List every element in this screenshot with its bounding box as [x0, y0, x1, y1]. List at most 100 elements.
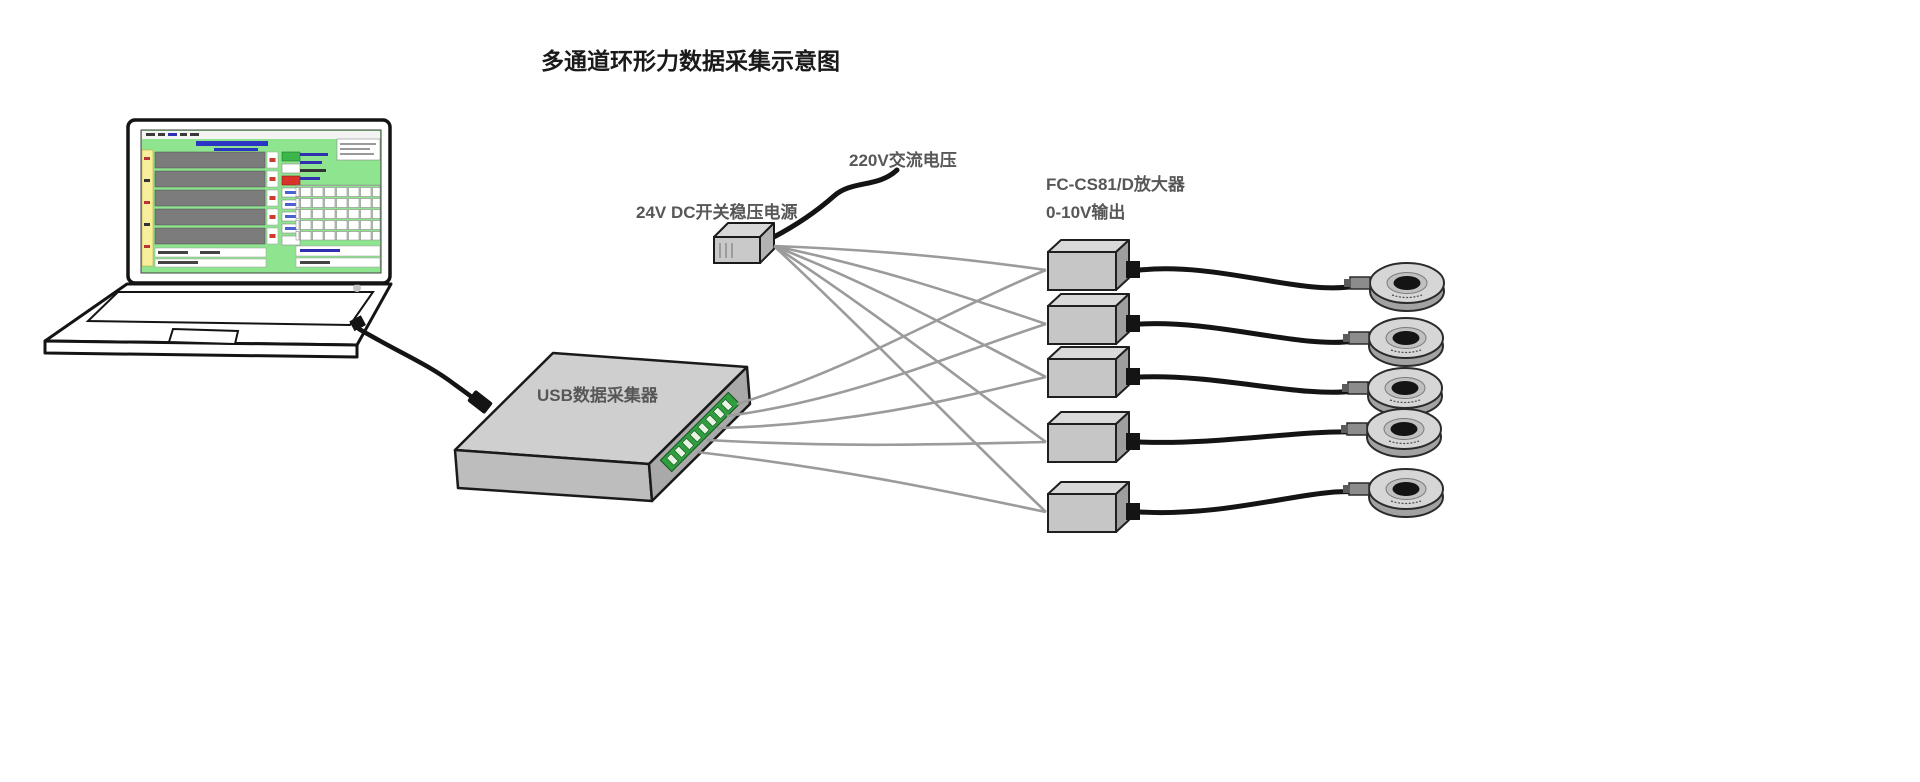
text-dash — [144, 179, 150, 182]
load-cell-engraving — [1388, 440, 1420, 445]
text-dash — [269, 234, 276, 238]
screen-table-row — [154, 227, 266, 245]
terminal-pin — [674, 445, 687, 458]
load-cell-ch1 — [1344, 262, 1445, 312]
amplifier-front-face — [1047, 251, 1117, 291]
dc-cable-ch5 — [773, 245, 1047, 513]
text-dash — [200, 251, 220, 254]
terminal-pin — [681, 438, 694, 451]
power-supply — [713, 222, 775, 264]
amplifier-output-connector — [1126, 315, 1140, 332]
load-cell-bore — [1393, 276, 1421, 290]
text-dash — [144, 157, 150, 160]
amplifier-output-connector — [1126, 368, 1140, 385]
load-cell-engraving — [1389, 399, 1421, 404]
dc-cable-ch4 — [773, 244, 1047, 444]
laptop-keyboard — [85, 291, 375, 327]
load-cell-connector — [1348, 482, 1370, 496]
screen-channel-column — [141, 149, 154, 267]
amplifier-ch3 — [1047, 346, 1140, 398]
text-dash — [285, 227, 297, 230]
amplifier-ch5 — [1047, 481, 1140, 533]
text-dash — [300, 169, 326, 172]
text-dash — [180, 133, 187, 136]
load-cell-ch5 — [1343, 468, 1444, 518]
text-dash — [285, 203, 297, 206]
laptop-base-front-edge — [43, 339, 359, 359]
text-dash — [269, 177, 276, 181]
terminal-pin — [666, 453, 679, 466]
sensor-cable-ch2 — [1137, 321, 1358, 345]
text-dash — [144, 201, 150, 204]
amplifier-front-face — [1047, 305, 1117, 345]
text-dash — [300, 261, 330, 264]
text-dash — [269, 196, 276, 200]
load-cell-connector-tip — [1343, 485, 1350, 493]
sensor-cable-ch1 — [1137, 266, 1359, 291]
sensor-cable-ch4 — [1137, 429, 1356, 445]
screen-button-red — [281, 175, 301, 186]
text-dash — [158, 133, 165, 136]
usb-cable-plug — [467, 390, 493, 414]
text-dash — [300, 153, 328, 156]
load-cell-connector-tip — [1343, 334, 1350, 342]
terminal-pin — [705, 414, 718, 427]
amplifier-ch2 — [1047, 293, 1140, 345]
text-dash — [285, 215, 297, 218]
text-dash — [190, 133, 199, 136]
load-cell-ch2 — [1343, 317, 1444, 367]
load-cell-ch4 — [1341, 408, 1442, 458]
signal-cable-ch4 — [706, 438, 1047, 447]
load-cell-ch3 — [1342, 367, 1443, 417]
text-dash — [146, 133, 155, 136]
text-dash — [300, 161, 322, 164]
amplifier-output-connector — [1126, 433, 1140, 450]
screen-table-row — [154, 151, 266, 169]
amplifier-output-connector — [1126, 503, 1140, 520]
screen-button — [281, 235, 301, 246]
screen-table-row — [154, 189, 266, 207]
signal-cable-ch3 — [716, 375, 1047, 430]
screen-menubar — [142, 131, 380, 139]
screen-readout-row — [154, 258, 267, 268]
text-dash — [158, 261, 198, 264]
screen-button-green — [281, 151, 301, 162]
text-dash — [144, 245, 150, 248]
diagram-title: 多通道环形力数据采集示意图 — [541, 48, 840, 74]
text-dash — [158, 251, 188, 254]
load-cell-connector — [1348, 331, 1370, 345]
amplifier-output-connector — [1126, 261, 1140, 278]
signal-cable-ch2 — [726, 322, 1047, 418]
screen-table-row — [154, 170, 266, 188]
load-cell-engraving — [1390, 500, 1422, 505]
amplifier-ch1 — [1047, 239, 1140, 291]
label-ac-input: 220V交流电压 — [849, 150, 957, 170]
dc-cable-ch1 — [773, 244, 1047, 272]
terminal-pin — [720, 399, 733, 412]
laptop-usb-port — [349, 315, 366, 332]
label-amplifier-output: 0-10V输出 — [1046, 202, 1125, 222]
label-dc-supply: 24V DC开关稳压电源 — [636, 202, 798, 222]
dc-cable-ch3 — [773, 244, 1047, 379]
load-cell-bore — [1390, 422, 1418, 436]
usb-daq: USB数据采集器 — [453, 351, 752, 503]
text-dash — [300, 177, 320, 180]
load-cell-bore — [1392, 331, 1420, 345]
load-cell-bore — [1391, 381, 1419, 395]
load-cell-engraving — [1391, 294, 1423, 299]
screen-heading-line — [196, 141, 268, 146]
sensor-cable-ch3 — [1137, 374, 1357, 395]
laptop-touchpad — [167, 327, 240, 346]
load-cell-connector — [1347, 381, 1369, 395]
terminal-pin — [689, 430, 702, 443]
amplifier-front-face — [1047, 493, 1117, 533]
signal-cable-ch5 — [696, 450, 1047, 514]
power-supply-front-face — [713, 236, 761, 264]
text-dash — [300, 249, 340, 252]
daq-software-screen — [140, 129, 382, 274]
screen-entry-row — [295, 257, 381, 268]
usb-cable-laptop-path — [356, 326, 486, 409]
terminal-pin — [713, 406, 726, 419]
label-usb-daq: USB数据采集器 — [537, 385, 659, 405]
text-dash — [269, 215, 276, 219]
